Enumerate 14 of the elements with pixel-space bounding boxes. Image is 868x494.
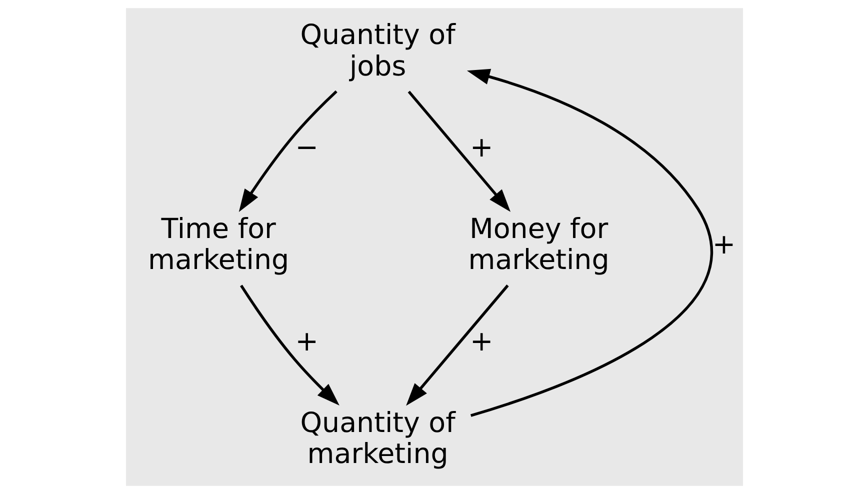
node-text: Money for marketing [468, 212, 609, 276]
arrow [238, 90, 337, 212]
arrow [407, 90, 510, 212]
edge-label: + [470, 130, 493, 164]
edge-label: − [294, 130, 318, 164]
arrow [240, 284, 339, 406]
edge-label: + [470, 324, 493, 358]
arrow [466, 68, 712, 417]
edge-label: + [294, 324, 318, 358]
node-text: Quantity of marketing [300, 406, 455, 470]
node-text: Time for marketing [148, 212, 289, 276]
edge-label: + [712, 228, 736, 261]
arrow [406, 284, 508, 406]
node-text: Quantity of jobs [300, 18, 455, 82]
